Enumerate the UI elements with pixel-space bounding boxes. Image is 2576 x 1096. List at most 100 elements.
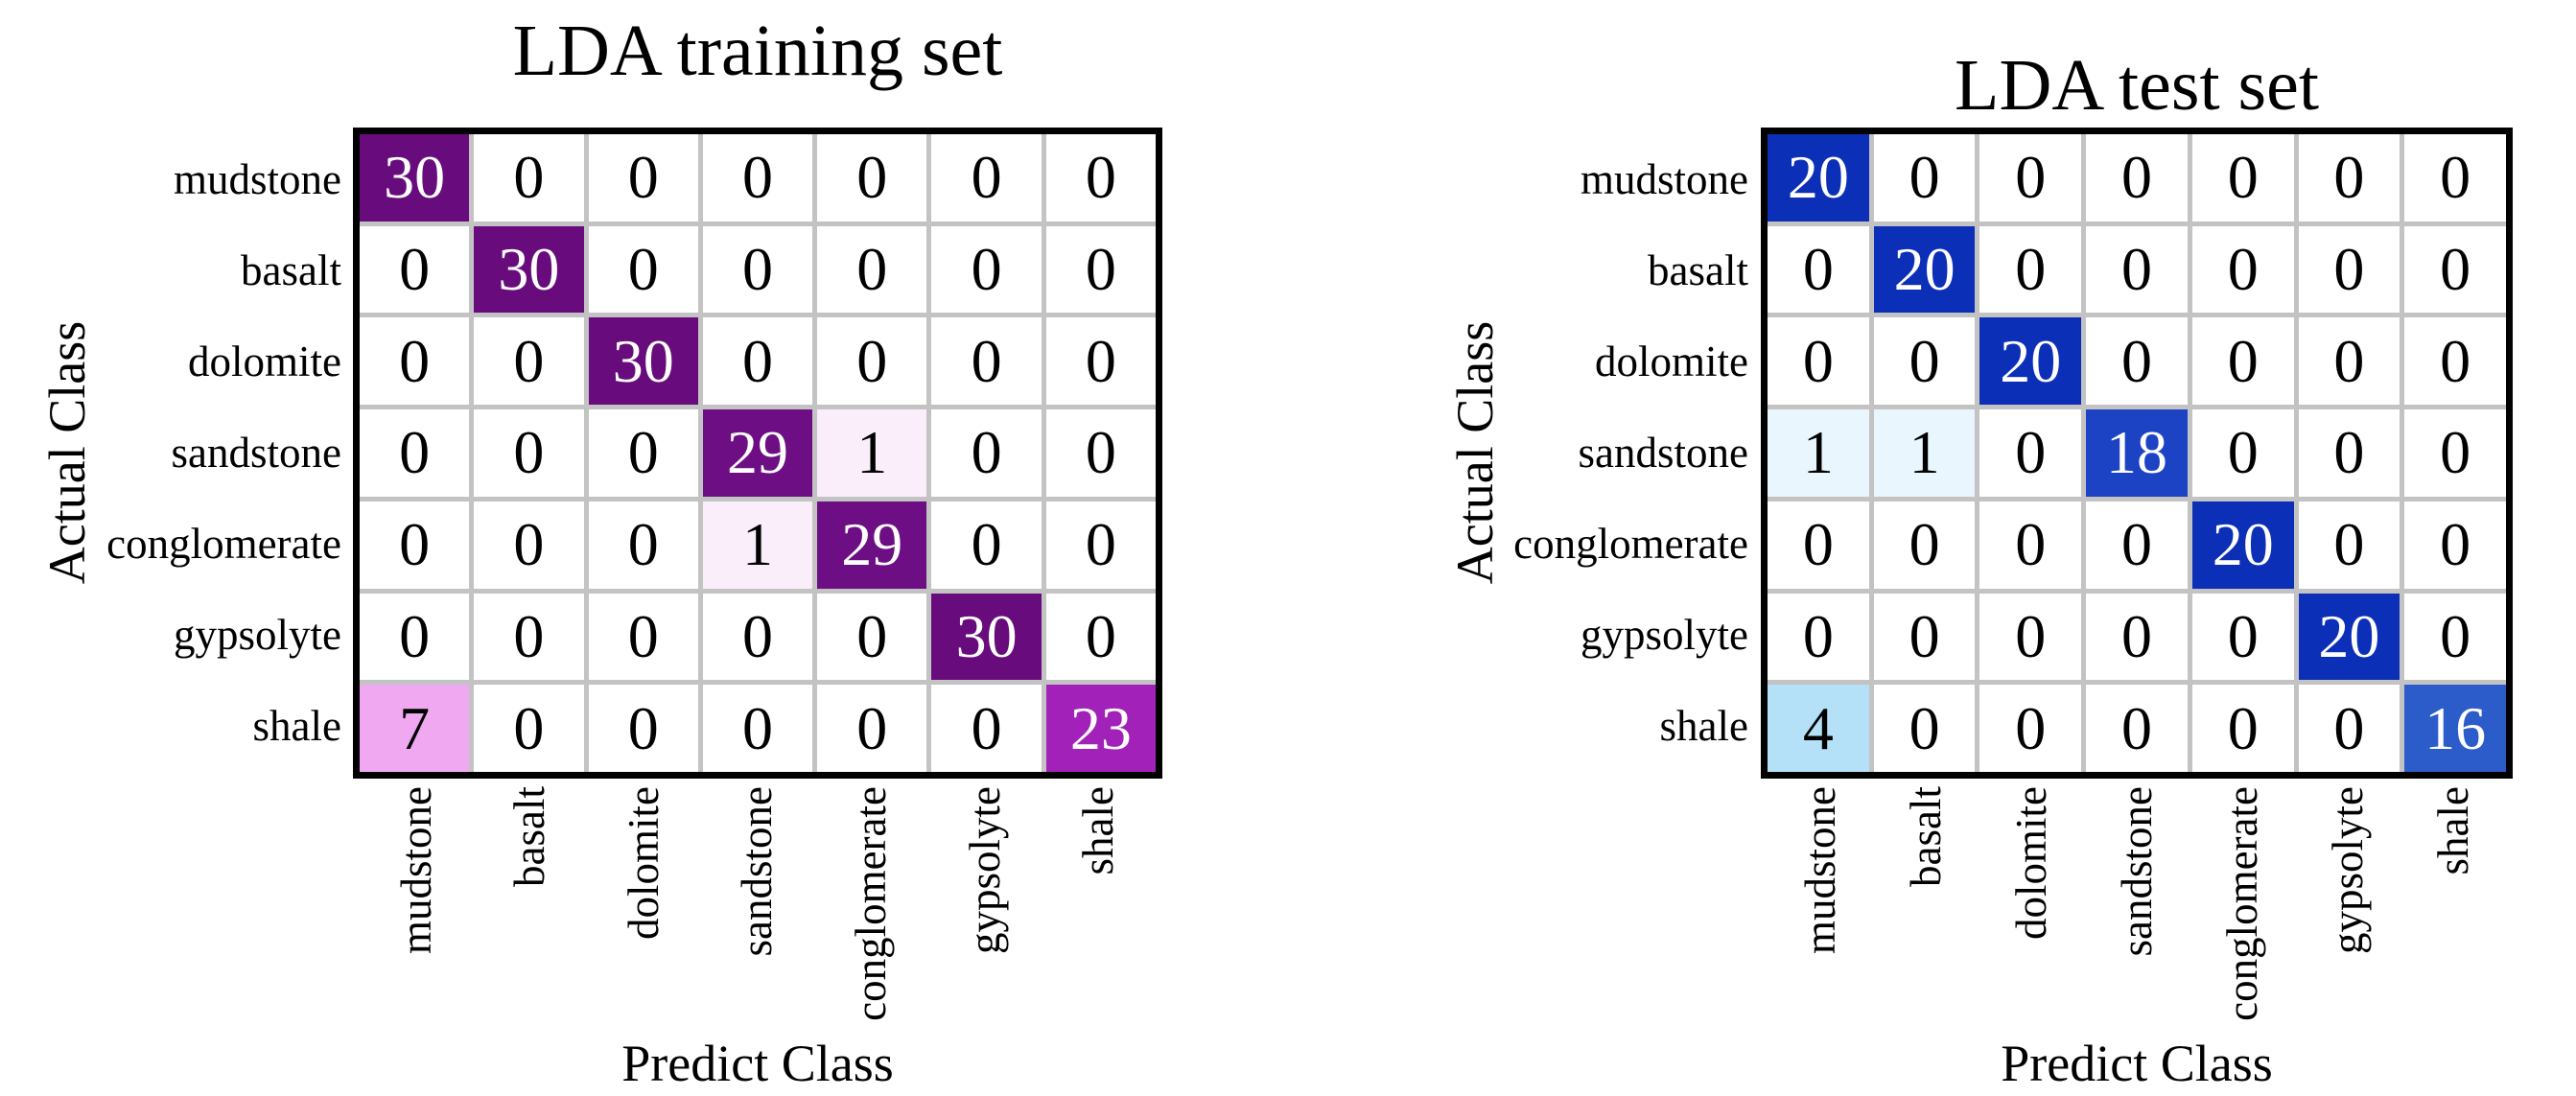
matrix-cell: 20 [2298, 593, 2400, 681]
matrix-cell: 0 [360, 317, 470, 406]
matrix-cell: 0 [702, 134, 813, 222]
matrix-cell: 1 [1873, 409, 1976, 497]
matrix-cell: 23 [1045, 685, 1156, 772]
matrix-cell: 4 [1768, 685, 1869, 772]
col-tick-wrap: shale [1042, 786, 1156, 1045]
col-tick-wrap: dolomite [587, 786, 701, 1045]
matrix-cell: 0 [2298, 225, 2400, 314]
chart-title-training: LDA training set [512, 11, 1003, 91]
col-tick-label: mudstone [1795, 786, 1844, 954]
matrix-cell: 0 [1768, 593, 1869, 681]
matrix-cell: 20 [2191, 501, 2294, 589]
matrix-cell: 0 [2404, 134, 2506, 222]
col-tick-label: mudstone [391, 786, 440, 954]
col-tick-wrap: gypsolyte [928, 786, 1042, 1045]
matrix-cell: 0 [2404, 317, 2506, 406]
col-tick-wrap: mudstone [360, 786, 474, 1045]
matrix-cell: 30 [474, 225, 584, 314]
row-tick-label: basalt [241, 246, 341, 294]
matrix-cell: 0 [2298, 409, 2400, 497]
matrix-cell: 0 [2191, 593, 2294, 681]
col-tick-wrap: gypsolyte [2295, 786, 2400, 1045]
row-tick-label: mudstone [174, 155, 341, 203]
col-tick-label: sandstone [2112, 786, 2161, 957]
col-tick-label: gypsolyte [2323, 786, 2372, 954]
matrix-cell: 0 [2086, 593, 2188, 681]
row-tick-label: shale [252, 702, 341, 750]
matrix-cell: 16 [2404, 685, 2506, 772]
matrix-cell: 0 [1873, 501, 1976, 589]
matrix-cell: 0 [1979, 409, 2082, 497]
row-tick-label: basalt [1648, 246, 1748, 294]
matrix-cell: 0 [2404, 593, 2506, 681]
matrix-cell: 0 [588, 593, 698, 681]
matrix-cell: 0 [2298, 134, 2400, 222]
col-tick-label: dolomite [2006, 786, 2055, 940]
matrix-cell: 0 [2298, 501, 2400, 589]
col-tick-label: basalt [1901, 786, 1950, 887]
matrix-cell: 0 [1045, 501, 1156, 589]
matrix-cell: 0 [702, 317, 813, 406]
x-axis-label-test: Predict Class [2001, 1035, 2273, 1092]
matrix-cell: 1 [702, 501, 813, 589]
matrix-cell: 0 [360, 225, 470, 314]
matrix-cell: 0 [817, 685, 927, 772]
matrix-cell: 0 [360, 501, 470, 589]
matrix-cell: 0 [2404, 225, 2506, 314]
col-tick-wrap: sandstone [2084, 786, 2190, 1045]
col-tick-label: shale [2428, 786, 2477, 875]
matrix-cell: 0 [1873, 685, 1976, 772]
matrix-cell: 1 [817, 409, 927, 497]
matrix-cell: 0 [931, 685, 1042, 772]
matrix-cell: 0 [588, 409, 698, 497]
matrix-cell: 7 [360, 685, 470, 772]
matrix-cell: 0 [1873, 317, 1976, 406]
matrix-cell: 30 [931, 593, 1042, 681]
matrix-cell: 0 [474, 317, 584, 406]
chart-title-test: LDA test set [1955, 45, 2319, 126]
matrix-cell: 0 [1045, 134, 1156, 222]
matrix-cell: 0 [2191, 317, 2294, 406]
matrix-cell: 18 [2086, 409, 2188, 497]
matrix-cell: 0 [1979, 685, 2082, 772]
row-tick-label: sandstone [171, 429, 341, 477]
row-tick-label: gypsolyte [1581, 611, 1748, 659]
col-tick-label: dolomite [619, 786, 667, 940]
matrix-cell: 0 [702, 685, 813, 772]
matrix-cell: 0 [1873, 593, 1976, 681]
matrix-cell: 0 [1045, 225, 1156, 314]
matrix-cell: 0 [2086, 317, 2188, 406]
col-tick-wrap: conglomerate [814, 786, 928, 1045]
matrix-cell: 0 [2298, 685, 2400, 772]
row-tick-label: dolomite [188, 338, 341, 385]
matrix-cell: 29 [817, 501, 927, 589]
matrix-cell: 0 [1979, 593, 2082, 681]
matrix-cell: 0 [360, 593, 470, 681]
row-tick-label: mudstone [1581, 155, 1748, 203]
matrix-cell: 0 [1979, 501, 2082, 589]
col-tick-wrap: shale [2400, 786, 2506, 1045]
row-tick-label: dolomite [1595, 338, 1748, 385]
col-tick-label: conglomerate [847, 786, 896, 1021]
matrix-cell: 0 [1768, 317, 1869, 406]
matrix-cell: 30 [588, 317, 698, 406]
matrix-cell: 0 [702, 225, 813, 314]
matrix-cell: 0 [1768, 225, 1869, 314]
matrix-cell: 20 [1768, 134, 1869, 222]
matrix-cell: 1 [1768, 409, 1869, 497]
matrix-cell: 0 [474, 685, 584, 772]
matrix-cell: 0 [588, 225, 698, 314]
matrix-cell: 0 [360, 409, 470, 497]
row-labels-training: mudstone basalt dolomite sandstone conglomer… [0, 134, 341, 772]
matrix-cell: 0 [2086, 225, 2188, 314]
row-tick-label: conglomerate [106, 520, 341, 568]
matrix-cell: 0 [2191, 685, 2294, 772]
matrix-cell: 20 [1873, 225, 1976, 314]
matrix-cell: 0 [1768, 501, 1869, 589]
row-tick-label: gypsolyte [174, 611, 341, 659]
matrix-cell: 0 [1873, 134, 1976, 222]
matrix-cell: 0 [1045, 593, 1156, 681]
matrix-cell: 0 [474, 134, 584, 222]
